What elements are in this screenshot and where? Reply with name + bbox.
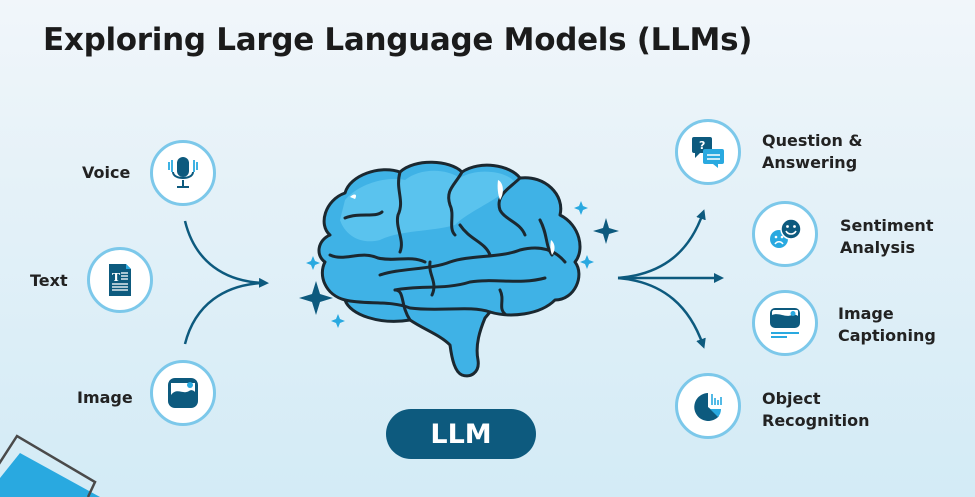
image-icon xyxy=(168,378,198,408)
input-label-text: Text xyxy=(30,271,68,290)
output-circle-question-answering: ? xyxy=(675,119,741,185)
output-label-question-answering: Question & Answering xyxy=(762,130,862,174)
corner-decoration xyxy=(0,434,100,497)
output-label-line2: Answering xyxy=(762,153,858,172)
brain-icon xyxy=(317,160,582,378)
output-label-line2: Captioning xyxy=(838,326,936,345)
output-arrows xyxy=(617,209,724,349)
input-circle-voice xyxy=(150,140,216,206)
pie-chart-icon xyxy=(694,393,722,421)
microphone-icon xyxy=(168,157,198,188)
chat-question-icon: ? xyxy=(692,137,724,168)
output-label-image-captioning: Image Captioning xyxy=(838,303,936,347)
llm-label-pill: LLM xyxy=(386,409,536,459)
input-label-voice: Voice xyxy=(82,163,131,182)
output-circle-image-captioning xyxy=(752,290,818,356)
output-label-line1: Image xyxy=(838,304,894,323)
svg-text:T: T xyxy=(112,271,121,284)
page-title: Exploring Large Language Models (LLMs) xyxy=(43,22,753,58)
output-circle-sentiment-analysis xyxy=(752,201,818,267)
output-label-sentiment-analysis: Sentiment Analysis xyxy=(840,215,933,259)
output-label-line1: Question & xyxy=(762,131,863,150)
output-label-line2: Recognition xyxy=(762,411,870,430)
output-label-line1: Object xyxy=(762,389,821,408)
output-label-line1: Sentiment xyxy=(840,216,934,235)
sparkle-icons xyxy=(299,201,619,328)
output-label-object-recognition: Object Recognition xyxy=(762,388,870,432)
svg-text:?: ? xyxy=(699,139,705,152)
input-circle-image xyxy=(150,360,216,426)
input-label-image: Image xyxy=(77,388,133,407)
output-label-line2: Analysis xyxy=(840,238,916,257)
input-arrows xyxy=(183,220,269,345)
image-caption-icon xyxy=(770,308,800,338)
emoji-faces-icon xyxy=(770,218,802,248)
output-circle-object-recognition xyxy=(675,373,741,439)
text-document-icon: T xyxy=(109,264,131,296)
input-circle-text: T xyxy=(87,247,153,313)
